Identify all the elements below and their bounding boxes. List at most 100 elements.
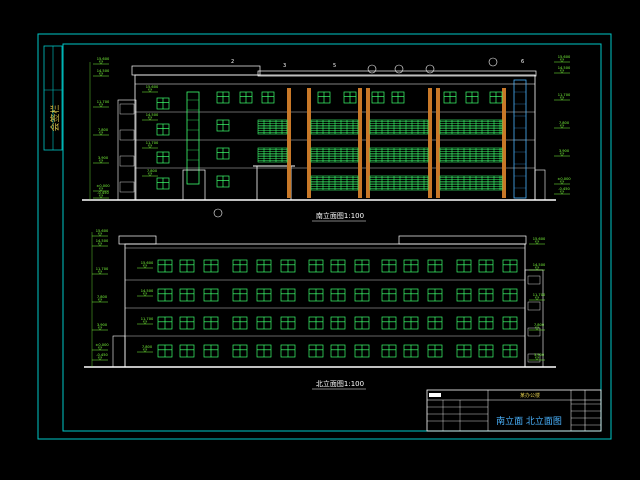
south-window xyxy=(343,91,357,104)
level-mark: 14.500 xyxy=(529,263,546,271)
north-window xyxy=(354,259,370,273)
north-window xyxy=(354,288,370,302)
north-left-stair xyxy=(112,335,126,368)
level-label: 3.900 xyxy=(97,323,108,327)
north-window xyxy=(232,316,248,330)
south-cornice xyxy=(131,65,261,76)
south-stair-window xyxy=(186,91,200,185)
signature-strip: 会签栏 xyxy=(43,45,63,151)
north-window xyxy=(157,288,173,302)
north-window xyxy=(179,288,195,302)
north-window xyxy=(456,344,472,358)
north-window xyxy=(280,288,296,302)
north-window xyxy=(280,344,296,358)
south-glass-tower xyxy=(513,79,527,199)
axis-label-6: 6 xyxy=(521,59,524,65)
level-label: 7.800 xyxy=(559,121,570,125)
level-mark: 7.800 xyxy=(93,128,109,136)
level-label: 14.500 xyxy=(146,113,159,117)
north-window xyxy=(179,316,195,330)
north-building-outline xyxy=(124,243,526,368)
south-ribbon-window xyxy=(310,147,359,163)
south-ribbon-window xyxy=(439,147,503,163)
level-mark: 14.500 xyxy=(92,239,109,247)
north-window xyxy=(381,288,397,302)
level-mark: 7.800 xyxy=(137,345,153,353)
south-window xyxy=(391,91,405,104)
south-ribbon-windows xyxy=(257,119,503,191)
level-label: 11.700 xyxy=(141,317,154,321)
level-mark: 3.900 xyxy=(93,156,109,164)
south-window xyxy=(216,175,230,188)
south-window xyxy=(465,91,479,104)
north-window xyxy=(427,344,443,358)
level-mark: 14.500 xyxy=(137,289,154,297)
axis-label-5: 5 xyxy=(333,63,336,69)
north-window xyxy=(232,259,248,273)
north-window xyxy=(330,316,346,330)
level-mark: -0.450 xyxy=(554,187,571,195)
axis-label-2: 2 xyxy=(231,59,234,65)
north-window xyxy=(502,344,518,358)
level-label: ±0.000 xyxy=(557,177,571,181)
level-label: 15.600 xyxy=(533,237,546,241)
level-mark: 15.600 xyxy=(92,229,109,237)
level-label: 3.900 xyxy=(98,156,109,160)
signature-strip-label: 会签栏 xyxy=(49,104,61,131)
south-ribbon-window xyxy=(257,147,288,163)
level-mark: 7.800 xyxy=(554,121,570,129)
level-mark: 11.700 xyxy=(92,267,109,275)
north-window xyxy=(330,259,346,273)
north-window xyxy=(354,316,370,330)
south-window xyxy=(156,151,170,164)
level-mark: 15.600 xyxy=(554,55,571,63)
south-window xyxy=(317,91,331,104)
level-label: -0.450 xyxy=(558,187,570,191)
south-window xyxy=(239,91,253,104)
level-mark: 15.600 xyxy=(142,85,159,93)
north-elevation: 15.60014.50011.7007.8003.900±0.000-0.450… xyxy=(84,229,556,390)
south-building-outline xyxy=(134,74,536,201)
north-window xyxy=(381,316,397,330)
level-label: 14.500 xyxy=(558,66,571,70)
level-label: 15.600 xyxy=(146,85,159,89)
level-label: 11.700 xyxy=(533,293,546,297)
south-window xyxy=(156,123,170,136)
title-block-project: 某办公楼 xyxy=(520,392,540,399)
north-window xyxy=(502,316,518,330)
level-mark: -0.450 xyxy=(92,353,109,361)
south-window xyxy=(261,91,275,104)
south-window xyxy=(216,147,230,160)
north-window xyxy=(330,288,346,302)
north-window xyxy=(502,259,518,273)
north-window xyxy=(256,288,272,302)
south-entrance-left xyxy=(182,169,206,201)
level-label: 7.800 xyxy=(142,345,153,349)
level-mark: 15.600 xyxy=(137,261,154,269)
level-label: 7.800 xyxy=(534,323,545,327)
level-mark: -0.450 xyxy=(93,191,110,199)
north-window xyxy=(403,316,419,330)
level-label: 11.700 xyxy=(97,100,110,104)
north-window xyxy=(456,288,472,302)
level-label: 7.800 xyxy=(97,295,108,299)
level-mark: 3.900 xyxy=(92,323,108,331)
south-left-tower xyxy=(117,99,137,201)
north-window xyxy=(502,288,518,302)
north-window xyxy=(256,316,272,330)
level-mark: 11.700 xyxy=(93,100,110,108)
level-mark: 11.700 xyxy=(137,317,154,325)
north-window xyxy=(427,316,443,330)
north-window xyxy=(280,316,296,330)
north-windows xyxy=(157,259,518,358)
south-elevation: 2 3 5 6 15.60014.50011.7007.8003.900±0.0… xyxy=(82,55,571,222)
level-mark: 3.900 xyxy=(529,353,545,361)
level-label: ±0.000 xyxy=(96,184,110,188)
south-window xyxy=(489,91,503,104)
level-label: 11.700 xyxy=(146,141,159,145)
level-mark: ±0.000 xyxy=(93,184,110,192)
north-window xyxy=(308,288,324,302)
level-label: 3.900 xyxy=(534,353,545,357)
level-mark: 14.500 xyxy=(554,66,571,74)
